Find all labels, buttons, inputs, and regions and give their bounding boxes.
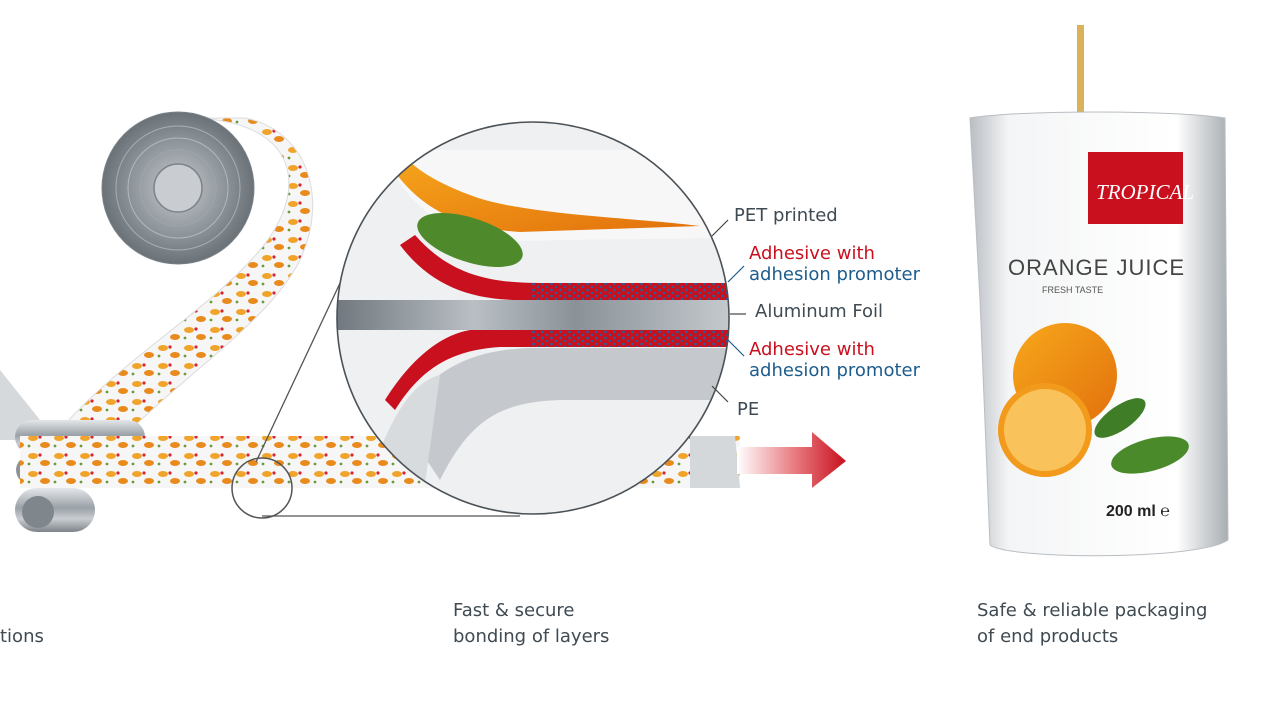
brand-label: [1088, 152, 1183, 224]
caption-bonding: Fast & secure bonding of layers: [453, 598, 609, 650]
estimated-sign-icon: ℮: [1160, 503, 1170, 520]
pouch-product: ORANGE JUICE: [1008, 255, 1186, 280]
label-adhesive-top: Adhesive with: [749, 243, 875, 264]
pouch-volume: 200 ml ℮: [1106, 503, 1170, 521]
caption-packaging: Safe & reliable packaging of end product…: [977, 598, 1207, 650]
magnifier-small-circle: [231, 457, 293, 519]
caption-left-text: tions: [0, 626, 44, 647]
caption-packaging-line1: Safe & reliable packaging: [977, 600, 1208, 621]
roller-end-lower: [22, 496, 54, 528]
leader-pet: [711, 219, 729, 237]
leaf-small: [1094, 398, 1146, 438]
leader-pe: [711, 385, 729, 403]
leader-adhesive-top: [727, 265, 745, 283]
straw: [1077, 25, 1084, 170]
caption-packaging-line2: of end products: [977, 626, 1119, 647]
pouch-volume-value: 200 ml: [1106, 503, 1156, 520]
pouch-brand: TROPICAL: [1096, 180, 1195, 204]
juice-pouch: [969, 25, 1229, 557]
film-web-end: [690, 436, 740, 488]
leaf: [1111, 436, 1189, 474]
leader-adhesive-bottom: [727, 339, 745, 357]
label-aluminum-foil: Aluminum Foil: [755, 301, 884, 322]
label-adhesive-bottom: Adhesive with: [749, 339, 875, 360]
caption-left-partial: tions: [0, 624, 44, 650]
label-promoter-bottom: adhesion promoter: [749, 360, 920, 381]
pouch-tagline: FRESH TASTE: [1042, 285, 1104, 295]
label-pet-printed: PET printed: [734, 205, 838, 226]
caption-bonding-line1: Fast & secure: [453, 600, 575, 621]
process-arrow: [737, 432, 846, 488]
label-promoter-top: adhesion promoter: [749, 264, 920, 285]
caption-bonding-line2: bonding of layers: [453, 626, 610, 647]
label-pe: PE: [737, 399, 760, 420]
orange-slice: [998, 383, 1092, 477]
aluminum-roll: [101, 111, 255, 265]
magnifier-circle: [336, 121, 730, 515]
